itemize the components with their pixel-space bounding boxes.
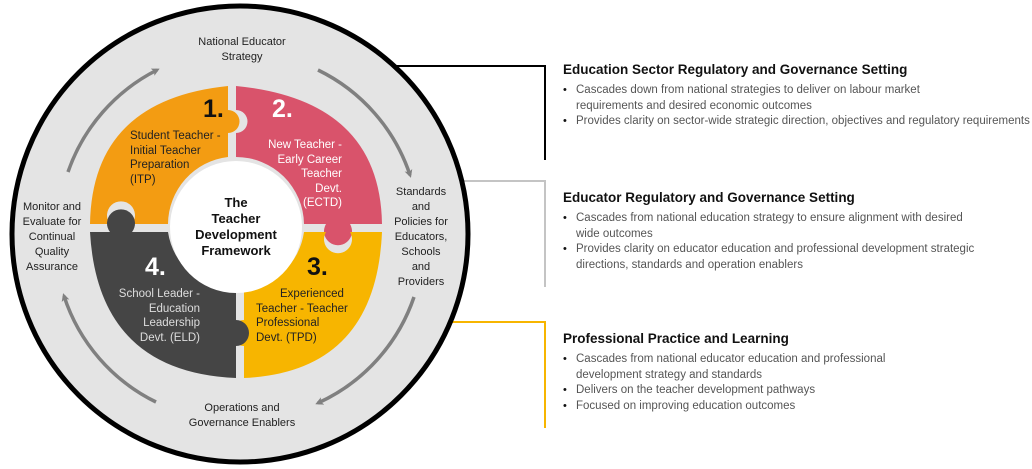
bullet-item: Focused on improving education outcomes bbox=[563, 399, 1032, 415]
piece-label-line: Early Career bbox=[277, 153, 342, 166]
piece-label-line: Teacher - Teacher bbox=[256, 302, 348, 315]
ring-label-line: Continual bbox=[28, 231, 76, 243]
piece-label-line: Education bbox=[148, 302, 200, 315]
ring-label-line: Quality bbox=[34, 246, 70, 258]
piece-label-line: Devt. bbox=[315, 182, 342, 195]
piece-label-2: New Teacher - Early Career Teacher Devt.… bbox=[250, 138, 342, 211]
section-educator-regulatory: Educator Regulatory and Governance Setti… bbox=[563, 190, 1032, 273]
ring-label-right: Standards and Policies for Educators, Sc… bbox=[388, 185, 454, 290]
piece-label-line: (ITP) bbox=[130, 173, 156, 186]
bullet-item: Cascades down from national strategies t… bbox=[563, 83, 976, 114]
bullet-item: Cascades from national educator educatio… bbox=[563, 352, 946, 383]
ring-label-line: Evaluate for bbox=[22, 216, 82, 228]
arrow-top-right-icon bbox=[317, 68, 413, 178]
ring-label-line: Assurance bbox=[26, 261, 78, 273]
section-education-sector: Education Sector Regulatory and Governan… bbox=[563, 62, 1032, 130]
ring-label-line: Providers bbox=[397, 276, 445, 288]
ring-label-line: Governance Enablers bbox=[188, 417, 296, 429]
piece-number-2: 2. bbox=[272, 95, 293, 123]
puzzle-pieces bbox=[90, 86, 382, 378]
bullet-list: Cascades from national educator educatio… bbox=[563, 352, 1032, 414]
piece-label-line: Initial Teacher bbox=[130, 144, 201, 157]
ring-label-line: Policies for bbox=[394, 216, 448, 228]
piece-number-1: 1. bbox=[203, 95, 224, 123]
piece-label-line: School Leader - bbox=[118, 288, 200, 300]
ring-label-line: Educators, bbox=[394, 231, 448, 243]
piece-label-line: Student Teacher - bbox=[130, 130, 221, 142]
piece-label-line: Leadership bbox=[143, 317, 200, 329]
section-professional-practice: Professional Practice and Learning Casca… bbox=[563, 331, 1032, 414]
piece-label-line: Professional bbox=[256, 317, 320, 329]
center-circle bbox=[170, 161, 302, 293]
bullet-list: Cascades from national education strateg… bbox=[563, 211, 1032, 273]
puzzle-piece-2[interactable] bbox=[236, 86, 382, 246]
bullet-list: Cascades down from national strategies t… bbox=[563, 83, 1032, 130]
ring-label-line: Strategy bbox=[221, 51, 263, 63]
bullet-item: Provides clarity on educator education a… bbox=[563, 242, 991, 273]
piece-label-1: Student Teacher - Initial Teacher Prepar… bbox=[130, 129, 221, 187]
connector-line-black bbox=[395, 65, 546, 160]
ring-label-line: and bbox=[411, 261, 431, 273]
bullet-item: Delivers on the teacher development path… bbox=[563, 383, 1032, 399]
section-title: Professional Practice and Learning bbox=[563, 331, 789, 346]
piece-label-line: (ECTD) bbox=[303, 197, 342, 209]
puzzle-piece-3[interactable] bbox=[231, 232, 382, 378]
ring-label-line: and bbox=[411, 201, 431, 213]
piece-label-line: Teacher bbox=[301, 168, 342, 180]
connector-line-gray bbox=[442, 180, 546, 287]
arrow-bottom-left-icon bbox=[61, 293, 157, 404]
puzzle-piece-1[interactable] bbox=[90, 86, 240, 224]
center-title: The Teacher Development Framework bbox=[186, 195, 286, 259]
center-title-line: Framework bbox=[201, 243, 271, 258]
piece-label-line: Devt. (ELD) bbox=[139, 331, 200, 344]
center-title-line: The bbox=[224, 195, 248, 210]
puzzle-piece-4[interactable] bbox=[90, 209, 249, 378]
piece-number-3: 3. bbox=[307, 253, 328, 281]
section-title: Education Sector Regulatory and Governan… bbox=[563, 62, 908, 77]
bullet-item: Cascades from national education strateg… bbox=[563, 211, 981, 242]
arrow-top-left-icon bbox=[66, 68, 160, 173]
bullet-item: Provides clarity on sector-wide strategi… bbox=[563, 114, 1032, 130]
section-title: Educator Regulatory and Governance Setti… bbox=[563, 190, 855, 205]
center-title-line: Teacher bbox=[211, 211, 261, 226]
piece-label-4: School Leader - Education Leadership Dev… bbox=[108, 287, 200, 345]
ring-label-bottom: Operations and Governance Enablers bbox=[172, 401, 312, 431]
piece-label-line: Devt. (TPD) bbox=[256, 331, 317, 344]
ring-label-line: National Educator bbox=[198, 36, 286, 48]
piece-label-3: Experienced Teacher - Teacher Profession… bbox=[256, 287, 348, 345]
ring-label-line: Monitor and bbox=[22, 201, 82, 213]
center-title-line: Development bbox=[195, 227, 277, 242]
piece-label-line: Experienced bbox=[280, 288, 344, 300]
ring-label-top: National Educator Strategy bbox=[172, 35, 312, 65]
piece-number-4: 4. bbox=[145, 253, 166, 281]
piece-label-line: Preparation bbox=[130, 159, 190, 171]
piece-label-line: New Teacher - bbox=[268, 139, 342, 151]
ring-label-line: Schools bbox=[401, 246, 441, 258]
arrow-bottom-right-icon bbox=[315, 296, 416, 405]
ring-label-line: Standards bbox=[395, 186, 447, 198]
ring-label-left: Monitor and Evaluate for Continual Quali… bbox=[16, 200, 88, 275]
ring-label-line: Operations and bbox=[204, 402, 280, 414]
